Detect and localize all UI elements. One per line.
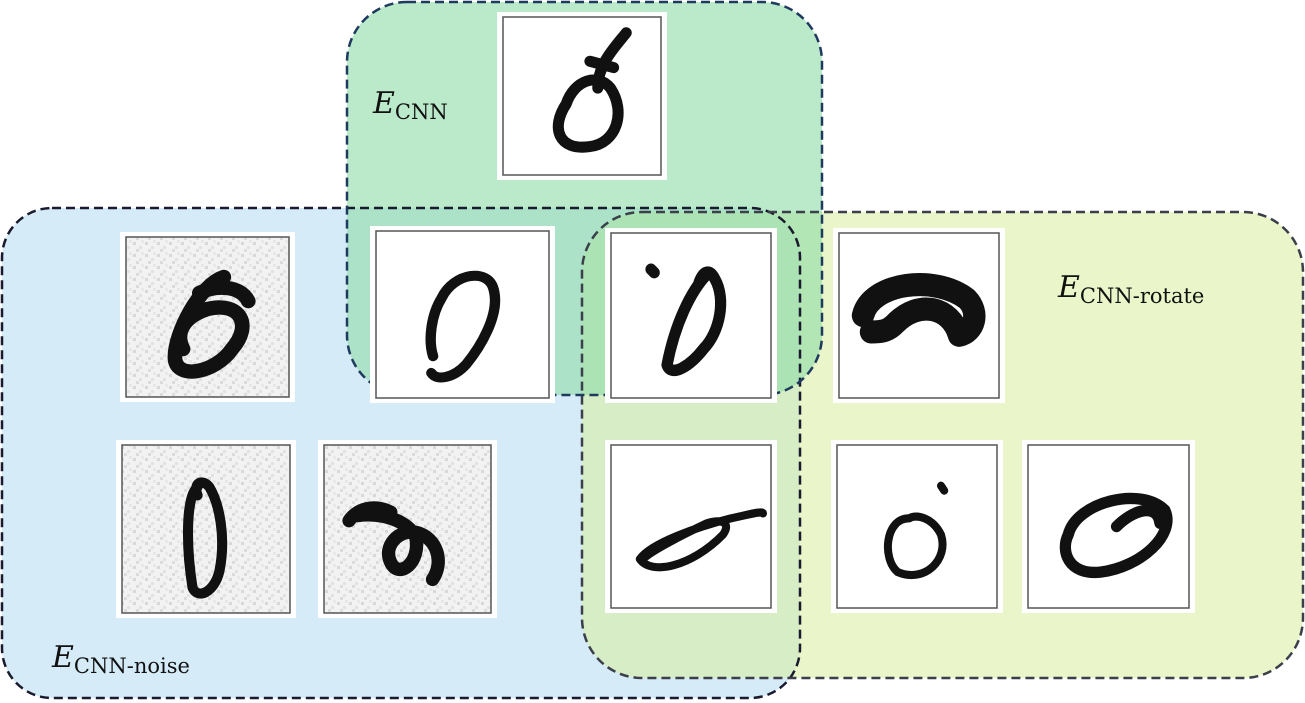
image-border [610, 232, 772, 399]
label-cnn: ECNN [373, 86, 448, 124]
handwritten-digit [1059, 492, 1173, 578]
region-cnn-noise-border [0, 206, 802, 700]
handwritten-digit [645, 263, 727, 377]
sample-image-digit-6-noisy-curl [318, 440, 497, 618]
label-cnn-noise: ECNN-noise [52, 640, 190, 678]
handwritten-digit [182, 477, 228, 599]
sample-image-digit-0-flat [833, 228, 1005, 403]
sample-image-digit-6-noisy [120, 232, 295, 402]
region-cnn-border [345, 0, 824, 397]
sample-image-digit-0-oval [1022, 440, 1195, 613]
handwritten-digit [851, 273, 986, 347]
image-border [836, 444, 998, 609]
handwritten-digit [425, 270, 501, 383]
region-cnn-rotate-border [580, 210, 1305, 680]
handwritten-digit [342, 501, 445, 587]
sample-image-digit-0-elongated [605, 440, 777, 613]
sample-image-digit-8-like [497, 12, 667, 180]
sample-image-digit-0 [370, 226, 555, 403]
handwritten-digit [883, 481, 949, 580]
handwritten-digit [552, 27, 632, 153]
handwritten-digit [167, 269, 256, 379]
image-border [121, 444, 291, 614]
sample-image-digit-0-slanted [605, 228, 777, 403]
sample-image-digit-0-small [831, 440, 1003, 613]
handwritten-digit [635, 508, 768, 572]
label-cnn-rotate: ECNN-rotate [1058, 270, 1205, 308]
sample-image-digit-0-noisy [116, 440, 296, 618]
